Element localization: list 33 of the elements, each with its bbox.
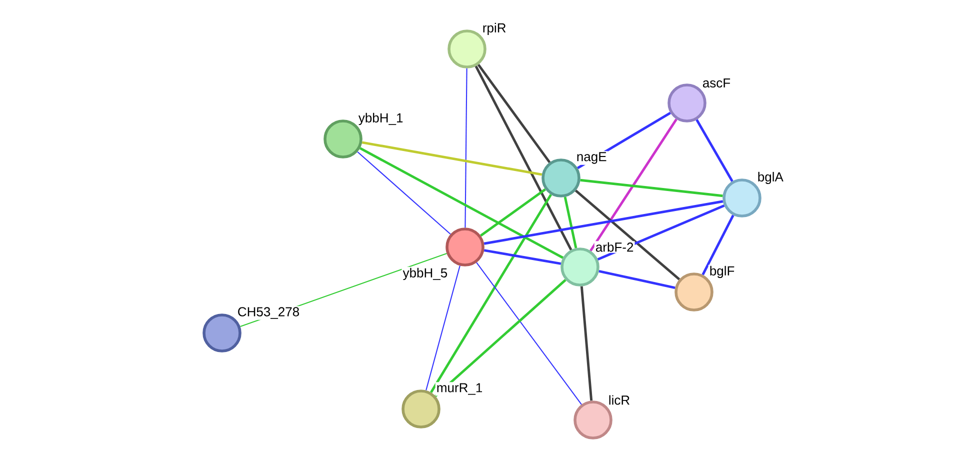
interaction-line: [590, 118, 678, 252]
protein-label: ybbH_5: [402, 266, 449, 282]
interaction-line: [484, 249, 562, 265]
protein-label: CH53_278: [236, 306, 301, 320]
interaction-line: [702, 214, 734, 276]
protein-label: rpiR: [481, 22, 508, 36]
protein-label: ascF: [701, 77, 732, 89]
protein-label: murR_1: [435, 382, 484, 396]
interaction-line: [696, 119, 734, 182]
interaction-line: [434, 279, 566, 397]
protein-label: ybbH_1: [357, 112, 404, 126]
protein-label: nagE: [575, 151, 608, 165]
interaction-line: [357, 151, 451, 235]
protein-label: bglA: [756, 170, 784, 186]
interaction-line: [580, 286, 593, 401]
interaction-line: [574, 190, 680, 280]
interaction-line: [598, 270, 676, 290]
interaction-line: [480, 188, 546, 237]
interaction-line: [360, 147, 564, 259]
interaction-line: [474, 66, 572, 250]
interaction-line: [477, 64, 551, 164]
protein-label: licR: [607, 394, 632, 406]
interaction-line: [564, 196, 578, 248]
interaction-line: [580, 178, 723, 198]
interaction-line: [476, 262, 582, 405]
protein-label: arbF-2: [594, 241, 635, 253]
protein-node: [446, 228, 484, 266]
interaction-line: [464, 68, 468, 228]
interaction-line: [426, 266, 460, 390]
interaction-line: [430, 194, 552, 394]
interaction-line: [484, 200, 724, 245]
protein-label: bglF: [708, 264, 736, 280]
interaction-line: [362, 141, 542, 176]
